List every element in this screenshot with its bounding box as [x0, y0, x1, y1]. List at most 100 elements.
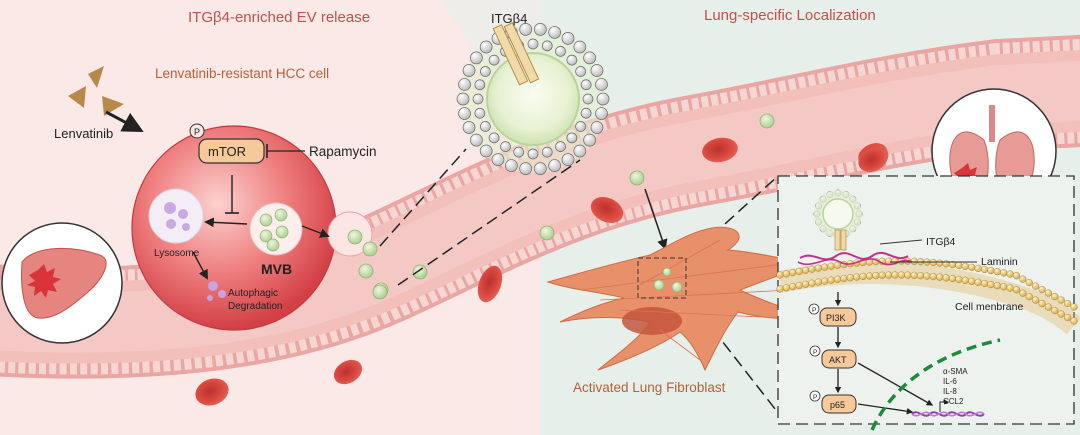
membrane-bead: [904, 271, 912, 279]
lipid-bead: [583, 133, 596, 147]
p65-box: [821, 394, 857, 414]
membrane-bead: [878, 271, 886, 279]
lipid-bead: [595, 107, 608, 120]
lipid-bead: [479, 40, 493, 54]
inset-ligand-label: Laminin: [981, 256, 1018, 268]
target-alpha-sma: α-SMA: [943, 367, 968, 376]
membrane-bead: [948, 275, 957, 283]
membrane-bead: [795, 267, 803, 276]
akt-box: [821, 349, 857, 369]
membrane-bead: [833, 275, 842, 283]
membrane-bead: [1044, 289, 1053, 297]
hcc-cell: [131, 123, 388, 331]
phospho-marker: P: [194, 127, 200, 137]
lipid-bead: [527, 38, 539, 50]
lipid-bead: [566, 54, 578, 66]
lipid-bead: [573, 144, 587, 158]
lipid-bead: [505, 159, 518, 172]
lipid-bead: [456, 92, 470, 106]
membrane-bead: [987, 266, 995, 275]
lipid-bead: [582, 93, 594, 105]
membrane-bead: [929, 258, 937, 267]
lipid-bead: [580, 79, 592, 91]
signaling-inset: [776, 175, 1080, 431]
membrane-bead: [789, 269, 797, 277]
membrane-bead: [808, 265, 816, 273]
lipid-bead: [458, 78, 471, 91]
pathway-akt: AKT: [829, 355, 847, 365]
membrane-bead: [942, 260, 950, 268]
lipid-bead: [548, 159, 561, 172]
lipid-bead: [555, 46, 566, 57]
membrane-bead: [1064, 299, 1072, 308]
lipid-bead: [462, 121, 476, 134]
lipid-bead: [480, 121, 491, 132]
mtor-label: mTOR: [208, 144, 246, 159]
membrane-bead: [1032, 282, 1040, 290]
lenvatinib-drug: [68, 66, 144, 132]
membrane-bead: [993, 268, 1001, 276]
target-il8: IL-8: [943, 387, 957, 396]
membrane-bead: [1032, 296, 1040, 304]
membrane-bead: [853, 273, 861, 281]
membrane-bead: [1019, 289, 1027, 297]
lipid-bead: [472, 93, 484, 105]
membrane-bead: [942, 274, 950, 282]
lipid-bead: [555, 141, 566, 152]
membrane-bead: [955, 275, 963, 284]
membrane-bead: [1006, 284, 1014, 292]
lipid-bead: [596, 92, 610, 106]
membrane-bead: [968, 277, 976, 285]
membrane-bead: [929, 272, 937, 281]
lipid-bead: [548, 26, 561, 39]
lipid-bead: [575, 66, 586, 77]
membrane-bead: [795, 281, 803, 290]
lipid-bead: [519, 162, 533, 175]
membrane-bead: [980, 279, 989, 288]
lipid-bead: [595, 78, 608, 91]
membrane-bead: [955, 261, 963, 270]
membrane-bead: [1012, 286, 1021, 294]
lipid-bead: [541, 146, 553, 158]
phospho-pi3k: P: [812, 307, 816, 314]
phospho-akt: P: [813, 349, 817, 356]
lipid-bead: [527, 148, 539, 160]
membrane-bead: [897, 271, 906, 279]
membrane-bead: [865, 272, 874, 280]
membrane-bead: [891, 271, 899, 279]
membrane-bead: [923, 272, 931, 280]
membrane-bead: [782, 270, 790, 278]
membrane-bead: [1064, 313, 1072, 322]
lipid-bead: [458, 107, 471, 120]
membrane-bead: [782, 284, 790, 292]
membrane-bead: [1057, 296, 1065, 304]
red-blood-cells: [195, 137, 889, 406]
membrane-bead: [840, 274, 848, 283]
membrane-bead: [1000, 283, 1008, 291]
membrane-bead: [974, 278, 982, 286]
membrane-bead: [1025, 279, 1033, 287]
membrane-bead: [885, 271, 893, 279]
inset-receptor-label: ITGβ4: [926, 236, 956, 248]
membrane-bead: [1038, 300, 1046, 308]
membrane-bead: [814, 278, 822, 286]
membrane-bead: [1025, 293, 1033, 301]
membrane-bead: [846, 274, 854, 282]
pi3k-box: [819, 307, 857, 327]
membrane-bead: [801, 266, 810, 274]
ev-marker-label: ITGβ4: [491, 11, 527, 26]
lenvatinib-label: Lenvatinib: [54, 126, 113, 141]
lipid-bead: [590, 121, 604, 134]
lipid-bead: [533, 23, 547, 36]
membrane-bead: [814, 264, 822, 272]
lipid-bead: [573, 40, 587, 54]
right-title: Lung-specific Localization: [704, 7, 876, 24]
membrane-bead: [1019, 275, 1027, 283]
lipid-bead: [462, 64, 476, 77]
membrane-bead: [1057, 310, 1065, 318]
membrane-bead: [1006, 270, 1014, 278]
lipid-bead: [513, 146, 525, 158]
lipid-bead: [519, 23, 533, 36]
membrane-bead: [1012, 272, 1021, 280]
